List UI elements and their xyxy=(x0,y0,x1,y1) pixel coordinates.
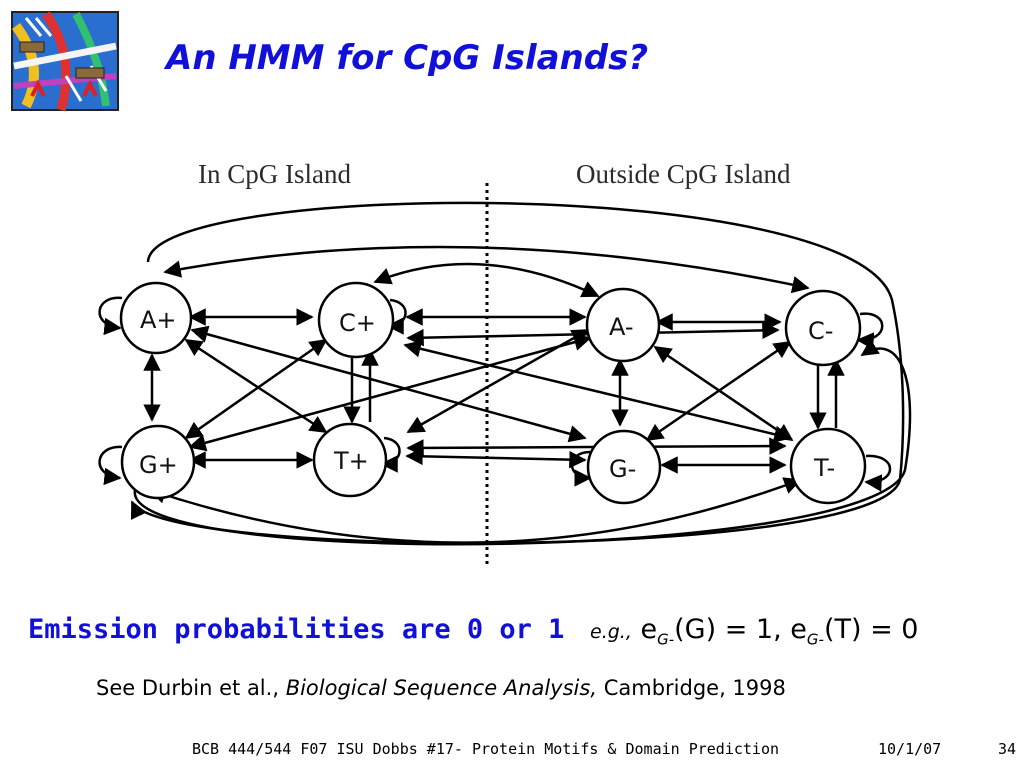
hmm-diagram: In CpG Island Outside CpG Island xyxy=(98,159,912,568)
emission-e1: eG-(G) = 1, xyxy=(640,614,782,649)
state-a-minus xyxy=(585,287,661,363)
state-label-t-minus: T- xyxy=(813,454,835,482)
in-cpg-island-label: In CpG Island xyxy=(198,159,351,189)
self-loop-c- xyxy=(856,312,884,350)
edge-c+-t- xyxy=(403,340,792,443)
edge-c+-a--arc xyxy=(373,262,600,298)
state-c-minus xyxy=(784,289,862,367)
state-label-g-minus: G- xyxy=(609,455,636,483)
state-label-g-plus: G+ xyxy=(139,451,178,479)
state-label-a-minus: A- xyxy=(609,313,634,341)
dna-collage-logo-icon xyxy=(11,11,119,112)
state-label-a-plus: A+ xyxy=(140,306,177,334)
slide-title: An HMM for CpG Islands? xyxy=(166,38,649,78)
state-t-plus xyxy=(312,422,388,498)
edge-a+-g+-outer-loop xyxy=(130,201,905,545)
edge-g+-a- xyxy=(188,333,592,452)
state-label-t-plus: T+ xyxy=(333,447,369,475)
self-loop-t- xyxy=(864,454,892,492)
self-loop-a+ xyxy=(98,296,123,336)
footer-date: 10/1/07 xyxy=(878,740,942,758)
emission-e2: eG-(T) = 0 xyxy=(790,614,919,649)
state-g-plus xyxy=(120,424,196,500)
state-c-plus xyxy=(317,281,395,359)
state-t-minus xyxy=(789,427,867,505)
emission-example: e.g., eG-(G) = 1, eG-(T) = 0 xyxy=(590,614,918,648)
eg-label: e.g., xyxy=(590,621,632,643)
footer-course: BCB 444/544 F07 ISU Dobbs #17- Protein M… xyxy=(192,740,779,758)
state-a-plus xyxy=(119,281,193,355)
self-loop-g- xyxy=(570,450,592,487)
edge-a+-c--arc xyxy=(163,245,810,294)
outside-cpg-island-label: Outside CpG Island xyxy=(576,159,791,189)
self-loop-g+ xyxy=(98,445,123,486)
edge-a--t- xyxy=(653,345,794,442)
state-g-minus xyxy=(586,429,662,505)
state-label-c-plus: C+ xyxy=(339,309,376,337)
edge-t+-g- xyxy=(405,447,587,469)
state-label-c-minus: C- xyxy=(808,317,833,345)
edge-outer-loop-2 xyxy=(133,469,907,546)
emission-heading: Emission probabilities are 0 or 1 xyxy=(28,614,565,645)
self-loop-t+ xyxy=(380,436,401,473)
footer-page-number: 34 xyxy=(998,740,1017,758)
reference-text: See Durbin et al., Biological Sequence A… xyxy=(96,676,786,700)
book-title: Biological Sequence Analysis, xyxy=(285,676,598,700)
edge-outer-loop-3 xyxy=(860,339,912,471)
